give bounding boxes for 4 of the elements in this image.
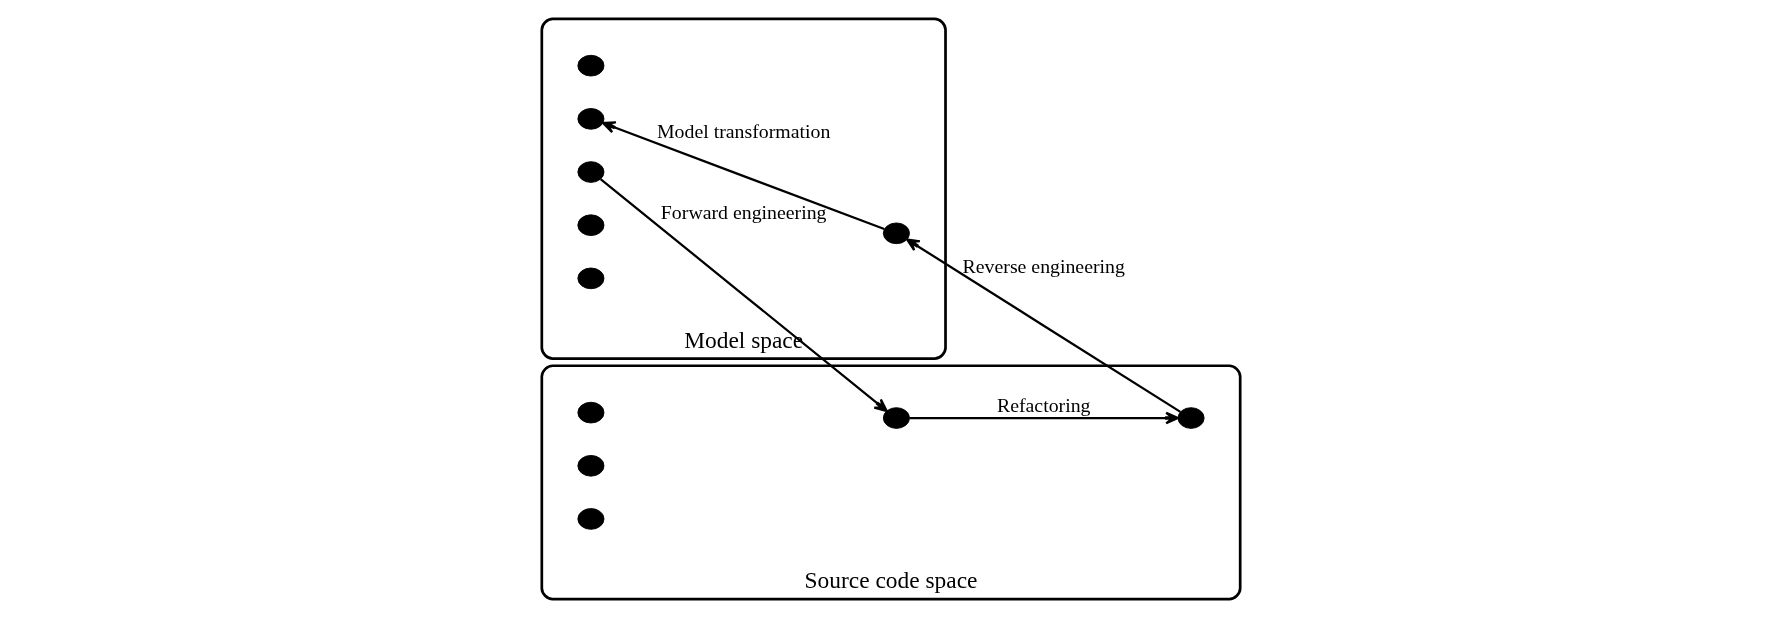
edge-label: Refactoring <box>996 394 1091 417</box>
edge-label: Reverse engineering <box>962 254 1125 277</box>
edge-label: Model transformation <box>657 120 831 143</box>
edge-label: Forward engineering <box>660 201 827 224</box>
